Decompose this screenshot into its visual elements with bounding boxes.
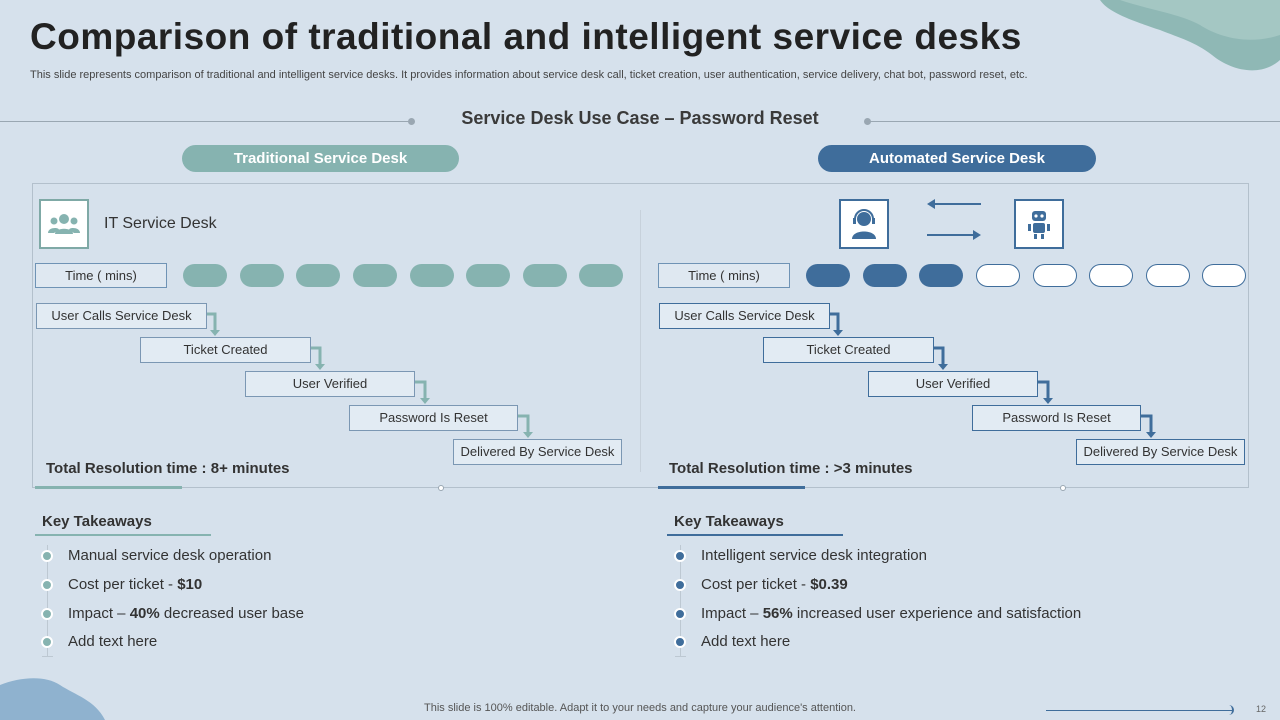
total-resolution-time: Total Resolution time : 8+ minutes — [46, 460, 290, 477]
bullet-dot — [41, 608, 53, 620]
takeaways-underline — [667, 534, 843, 536]
arrow-right-icon — [927, 230, 981, 240]
takeaway-item: Manual service desk operation — [68, 547, 272, 564]
takeaways-underline — [35, 534, 211, 536]
time-slot-filled — [240, 264, 284, 287]
step-box: Ticket Created — [140, 337, 311, 363]
time-slot-filled — [353, 264, 397, 287]
headset-agent-icon — [852, 209, 876, 239]
time-label: Time ( mins) — [35, 263, 167, 288]
key-takeaways-title: Key Takeaways — [674, 513, 784, 530]
step-box: Delivered By Service Desk — [453, 439, 622, 465]
takeaway-item: Impact – 56% increased user experience a… — [701, 605, 1082, 622]
step-box: User Calls Service Desk — [659, 303, 830, 329]
time-slot-empty — [1146, 264, 1190, 287]
dashed-divider — [1096, 156, 1280, 164]
footer-arrow-icon — [1226, 705, 1234, 715]
key-takeaways-title: Key Takeaways — [42, 513, 152, 530]
panel-dot — [438, 485, 444, 491]
takeaway-item: Add text here — [701, 633, 791, 650]
bullet-dot — [674, 636, 686, 648]
arrow-left-icon — [927, 199, 981, 209]
bullet-dot — [41, 550, 53, 562]
time-slot-filled — [410, 264, 454, 287]
robot-icon — [1028, 211, 1050, 239]
step-box: User Verified — [245, 371, 415, 397]
it-service-desk-icon-box — [39, 199, 89, 249]
traditional-desk-pill: Traditional Service Desk — [182, 145, 459, 172]
time-slot-filled — [806, 264, 850, 287]
comparison-panel — [32, 183, 1249, 488]
usecase-dot-right — [864, 118, 871, 125]
dashed-divider — [459, 156, 818, 164]
robot-icon-box — [1014, 199, 1064, 249]
panel-dot — [1060, 485, 1066, 491]
it-service-desk-label: IT Service Desk — [104, 215, 217, 232]
step-connectors-traditional — [207, 312, 533, 438]
time-slot-filled — [523, 264, 567, 287]
bullet-dot — [41, 636, 53, 648]
time-slot-filled — [863, 264, 907, 287]
dashed-divider — [0, 156, 182, 164]
automated-desk-pill: Automated Service Desk — [818, 145, 1096, 172]
time-slot-filled — [466, 264, 510, 287]
time-label: Time ( mins) — [658, 263, 790, 288]
takeaway-item: Impact – 40% decreased user base — [68, 605, 304, 622]
time-slot-empty — [976, 264, 1020, 287]
panel-divider — [640, 210, 641, 472]
bullet-dot — [674, 550, 686, 562]
takeaway-item: Cost per ticket - $0.39 — [701, 576, 848, 593]
takeaways-timeline — [680, 545, 681, 657]
decorative-blob-bottom-left — [0, 678, 105, 720]
footer-note: This slide is 100% editable. Adapt it to… — [424, 702, 856, 714]
users-icon — [48, 214, 80, 234]
takeaways-timeline — [47, 545, 48, 657]
usecase-title: Service Desk Use Case – Password Reset — [461, 108, 819, 128]
total-underline — [35, 486, 182, 489]
page-number: 12 — [1256, 704, 1267, 714]
takeaway-item: Add text here — [68, 633, 158, 650]
usecase-line-right — [868, 121, 1280, 122]
bullet-dot — [674, 579, 686, 591]
time-slot-filled — [579, 264, 623, 287]
footer-line — [1046, 710, 1232, 711]
page-subtitle: This slide represents comparison of trad… — [30, 69, 1028, 81]
usecase-line-left — [0, 121, 410, 122]
decorative-blob-top-right — [1100, 0, 1280, 71]
bullet-dot — [41, 579, 53, 591]
time-slot-empty — [1089, 264, 1133, 287]
bullet-dot — [674, 608, 686, 620]
step-box: User Verified — [868, 371, 1038, 397]
step-connectors-automated — [830, 312, 1156, 438]
step-box: User Calls Service Desk — [36, 303, 207, 329]
takeaway-item: Intelligent service desk integration — [701, 547, 927, 564]
time-slot-empty — [1202, 264, 1246, 287]
usecase-dot-left — [408, 118, 415, 125]
time-slot-empty — [1033, 264, 1077, 287]
agent-icon-box — [839, 199, 889, 249]
time-slot-filled — [919, 264, 963, 287]
page-title: Comparison of traditional and intelligen… — [30, 16, 1022, 57]
exchange-arrows — [927, 199, 981, 240]
step-box: Password Is Reset — [349, 405, 518, 431]
takeaway-item: Cost per ticket - $10 — [68, 576, 203, 593]
step-box: Password Is Reset — [972, 405, 1141, 431]
step-box: Delivered By Service Desk — [1076, 439, 1245, 465]
step-box: Ticket Created — [763, 337, 934, 363]
total-resolution-time: Total Resolution time : >3 minutes — [669, 460, 913, 477]
total-underline — [658, 486, 805, 489]
time-slot-filled — [296, 264, 340, 287]
timeline-end — [675, 656, 686, 657]
time-slot-filled — [183, 264, 227, 287]
timeline-end — [42, 656, 53, 657]
